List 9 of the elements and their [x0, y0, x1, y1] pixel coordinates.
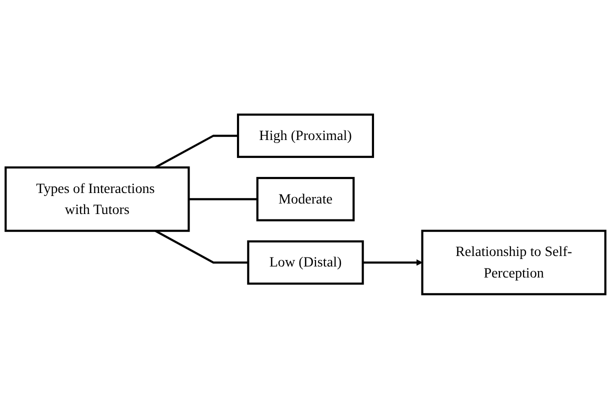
- arrow: [362, 258, 423, 266]
- node-box: High (Proximal): [236, 113, 374, 158]
- node-box: Relationship to Self-Perception: [421, 229, 606, 295]
- connector: [188, 198, 258, 200]
- connector: [154, 134, 238, 168]
- connector: [154, 229, 248, 264]
- node-box: Moderate: [256, 176, 355, 221]
- node-box: Types of Interactions with Tutors: [4, 166, 190, 232]
- node-box: Low (Distal): [247, 240, 364, 284]
